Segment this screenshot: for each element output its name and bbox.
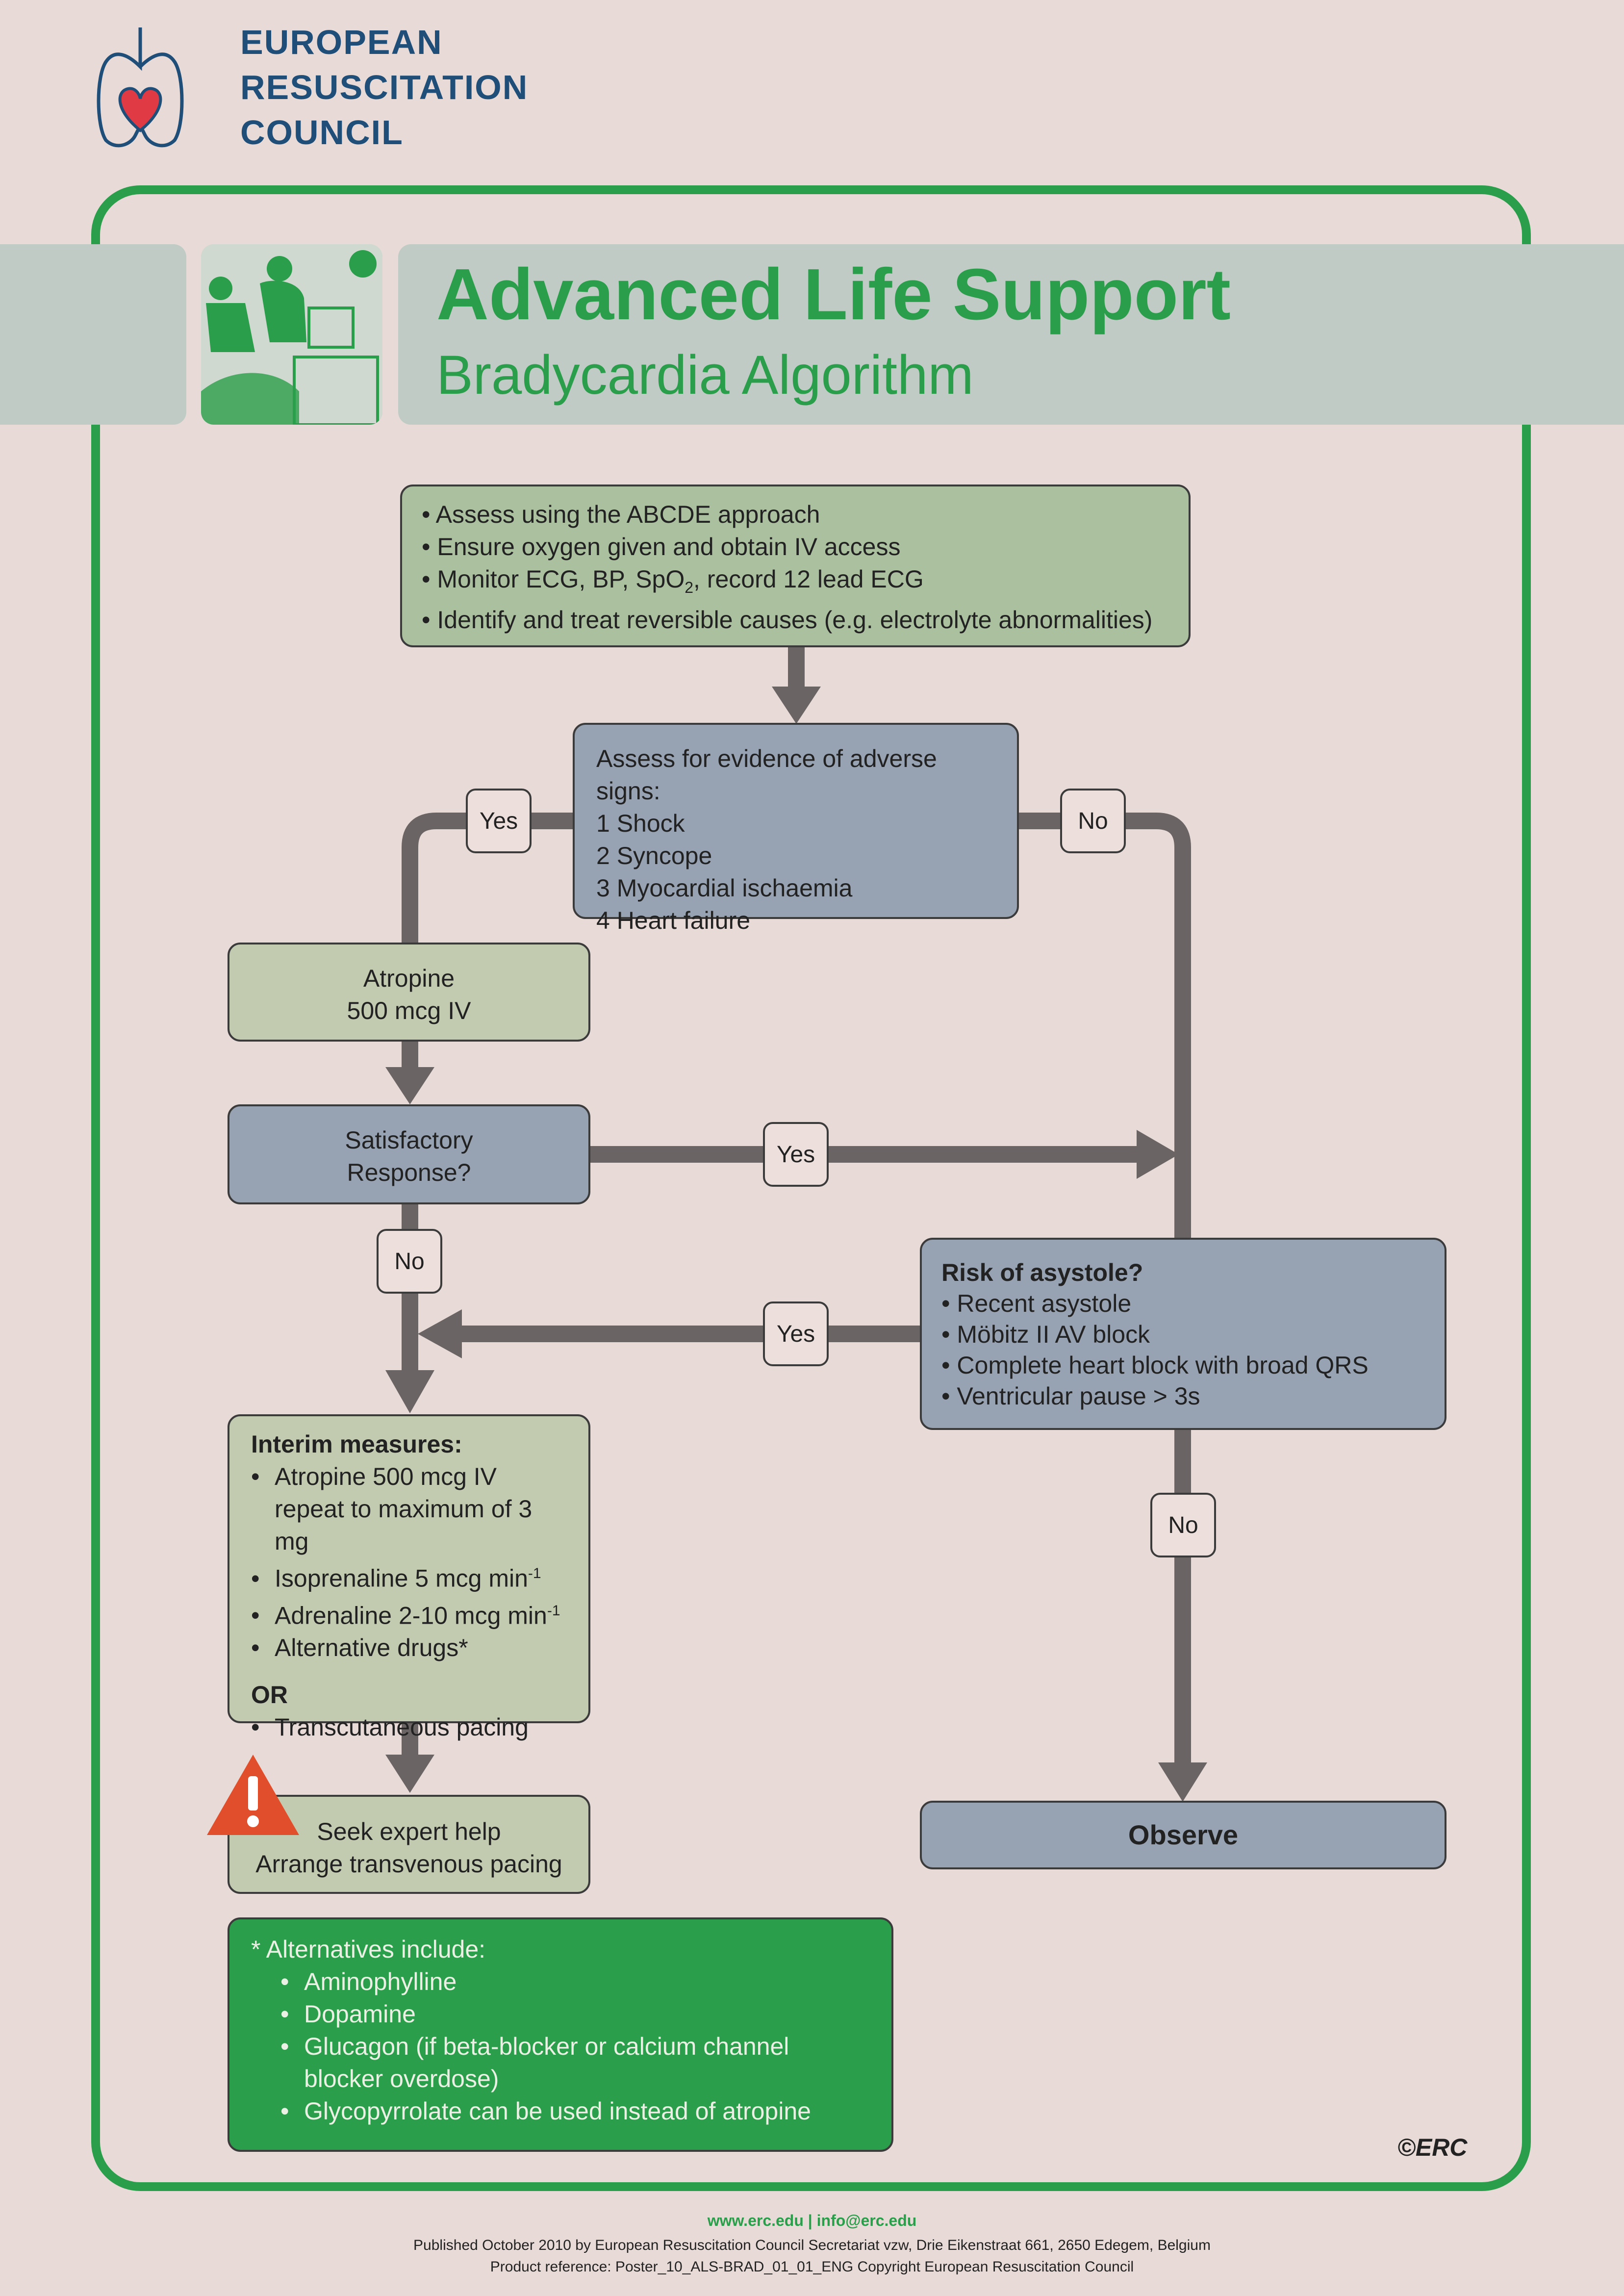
adverse-item-2: 2 Syncope (596, 842, 712, 869)
assess-item-3: • Monitor ECG, BP, SpO2, record 12 lead … (422, 565, 924, 596)
risk-item-3: • Complete heart block with broad QRS (941, 1352, 1369, 1379)
observe-label: Observe (1128, 1819, 1239, 1850)
arrow-head-6 (1158, 1762, 1207, 1802)
alternatives-heading: * Alternatives include: (251, 1936, 486, 1963)
header-band-title (398, 244, 1624, 425)
yes-tag-adverse: Yes (466, 789, 532, 853)
assess-box: • Assess using the ABCDE approach • Ensu… (400, 485, 1191, 647)
outer-frame (91, 185, 1531, 2191)
interim-item-4: •Alternative drugs* (251, 1634, 468, 1662)
no-tag-response: No (377, 1229, 442, 1294)
satisfactory-response-box: Satisfactory Response? (228, 1104, 590, 1204)
copyright-mark: ©ERC (1397, 2134, 1468, 2161)
per-minute-superscript: -1 (547, 1602, 560, 1619)
response-line-1: Satisfactory (345, 1126, 473, 1154)
spo2-subscript: 2 (685, 579, 694, 596)
assess-item-2: • Ensure oxygen given and obtain IV acce… (422, 533, 901, 561)
adverse-item-4: 4 Heart failure (596, 907, 751, 934)
alternatives-box: * Alternatives include: •Aminophylline •… (228, 1917, 893, 2152)
footer-reference: Product reference: Poster_10_ALS-BRAD_01… (490, 2259, 1134, 2275)
arrow-head-7 (385, 1755, 434, 1793)
logo-line-1: EUROPEAN (240, 23, 443, 61)
atropine-box: Atropine 500 mcg IV (228, 943, 590, 1042)
resuscitation-scene-icon (201, 244, 382, 425)
header-band-left (0, 244, 186, 425)
erc-logo-icon (97, 27, 184, 148)
risk-heading: Risk of asystole? (941, 1259, 1143, 1286)
observe-box: Observe (920, 1801, 1446, 1869)
adverse-item-1: 1 Shock (596, 810, 685, 837)
seek-expert-box: Seek expert help Arrange transvenous pac… (228, 1795, 590, 1894)
adverse-signs-box: Assess for evidence of adverse signs: 1 … (573, 723, 1019, 934)
arrow-head-4 (418, 1309, 462, 1358)
yes-tag-risk: Yes (763, 1301, 829, 1366)
header-illustration (201, 244, 382, 425)
arrow-head-1 (772, 687, 821, 724)
arrow-head-3 (1137, 1130, 1179, 1179)
adverse-heading: Assess for evidence of adverse signs: (596, 745, 937, 805)
alternative-item-3: •Glucagon (if beta-blocker or calcium ch… (280, 2033, 789, 2060)
expert-line-1: Seek expert help (317, 1818, 501, 1845)
interim-item-3: •Adrenaline 2-10 mcg min-1 (251, 1602, 560, 1630)
interim-or: OR (251, 1681, 288, 1709)
per-minute-superscript: -1 (528, 1565, 541, 1582)
risk-item-2: • Möbitz II AV block (941, 1321, 1150, 1348)
expert-line-2: Arrange transvenous pacing (255, 1850, 562, 1878)
logo-line-3: COUNCIL (240, 113, 404, 152)
assess-item-4: • Identify and treat reversible causes (… (422, 606, 1153, 634)
alternative-item-1: •Aminophylline (280, 1968, 457, 1995)
alternative-item-4: •Glycopyrrolate can be used instead of a… (280, 2097, 811, 2125)
adverse-item-3: 3 Myocardial ischaemia (596, 874, 853, 902)
atropine-line-1: Atropine (363, 965, 455, 992)
no-tag-adverse: No (1060, 789, 1126, 853)
alternative-item-2: •Dopamine (280, 2000, 416, 2028)
warning-icon (207, 1755, 299, 1835)
atropine-line-2: 500 mcg IV (347, 997, 471, 1024)
yes-tag-response: Yes (763, 1122, 829, 1187)
arrow-head-2 (385, 1067, 434, 1104)
interim-pacing: •Transcutaneous pacing (251, 1713, 529, 1741)
footer-published: Published October 2010 by European Resus… (413, 2237, 1211, 2253)
risk-of-asystole-box: Risk of asystole? • Recent asystole • Mö… (920, 1238, 1446, 1430)
interim-measures-box: Interim measures: •Atropine 500 mcg IV r… (228, 1414, 590, 1741)
footer-links[interactable]: www.erc.edu | info@erc.edu (707, 2212, 917, 2229)
assess-item-1: • Assess using the ABCDE approach (422, 501, 820, 528)
page-subtitle: Bradycardia Algorithm (436, 344, 974, 406)
no-tag-risk: No (1150, 1493, 1216, 1557)
interim-item-2: •Isoprenaline 5 mcg min-1 (251, 1564, 541, 1592)
interim-item-1-cont: repeat to maximum of 3 mg (275, 1495, 533, 1555)
interim-item-1: •Atropine 500 mcg IV (251, 1463, 497, 1490)
risk-item-4: • Ventricular pause > 3s (941, 1382, 1200, 1410)
risk-item-1: • Recent asystole (941, 1290, 1132, 1317)
interim-heading: Interim measures: (251, 1430, 462, 1458)
page-title: Advanced Life Support (436, 254, 1231, 335)
arrow-head-5 (385, 1370, 434, 1413)
response-line-2: Response? (347, 1159, 471, 1186)
alternative-item-3-cont: blocker overdose) (304, 2065, 499, 2092)
logo-line-2: RESUSCITATION (240, 68, 529, 106)
